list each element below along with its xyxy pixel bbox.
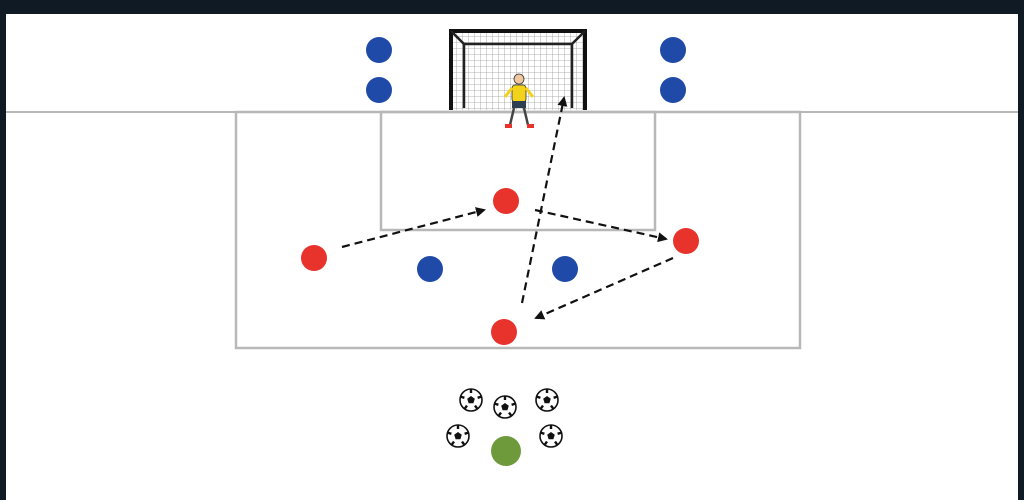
soccer-ball-icon [446, 424, 470, 448]
goalkeeper-figure [503, 73, 535, 128]
pass-arrows [341, 96, 674, 320]
goalkeeper-boot-left [505, 124, 512, 128]
soccer-ball-icon [459, 388, 483, 412]
goalkeeper-leg-right [522, 107, 530, 126]
goalkeeper-arm-left [503, 87, 514, 98]
blue-player [660, 37, 686, 63]
pitch-markings [6, 110, 1018, 350]
red-player-bottom-center [491, 319, 517, 345]
pass-arrow-right-to-bottom [534, 256, 674, 320]
blue-player [366, 77, 392, 103]
blue-player [660, 77, 686, 103]
goal-frame [449, 29, 587, 110]
red-player-left [301, 245, 327, 271]
ball-supply [446, 388, 563, 448]
red-player-right [673, 228, 699, 254]
goalkeeper-shorts [512, 101, 526, 108]
blue-players [366, 37, 686, 282]
pass-arrow-bottom-to-goal [520, 96, 568, 304]
pass-arrow-left-to-top [341, 207, 486, 249]
soccer-ball-icon [535, 388, 559, 412]
red-players [301, 188, 699, 345]
goalkeeper-head [513, 73, 525, 85]
blue-player [366, 37, 392, 63]
goalkeeper-leg-left [508, 107, 516, 126]
pass-arrow-top-to-right [534, 208, 668, 243]
red-player-top-center [493, 188, 519, 214]
blue-player [552, 256, 578, 282]
goalkeeper-arm-right [524, 87, 535, 98]
goalkeeper-boot-right [527, 124, 534, 128]
goal-area [379, 110, 657, 232]
coach-marker [491, 436, 521, 466]
soccer-ball-icon [493, 395, 517, 419]
goal-back-frame [450, 30, 586, 108]
soccer-ball-icon [539, 424, 563, 448]
blue-player [417, 256, 443, 282]
goal-with-net [449, 29, 587, 110]
goalkeeper-shirt [511, 84, 527, 103]
